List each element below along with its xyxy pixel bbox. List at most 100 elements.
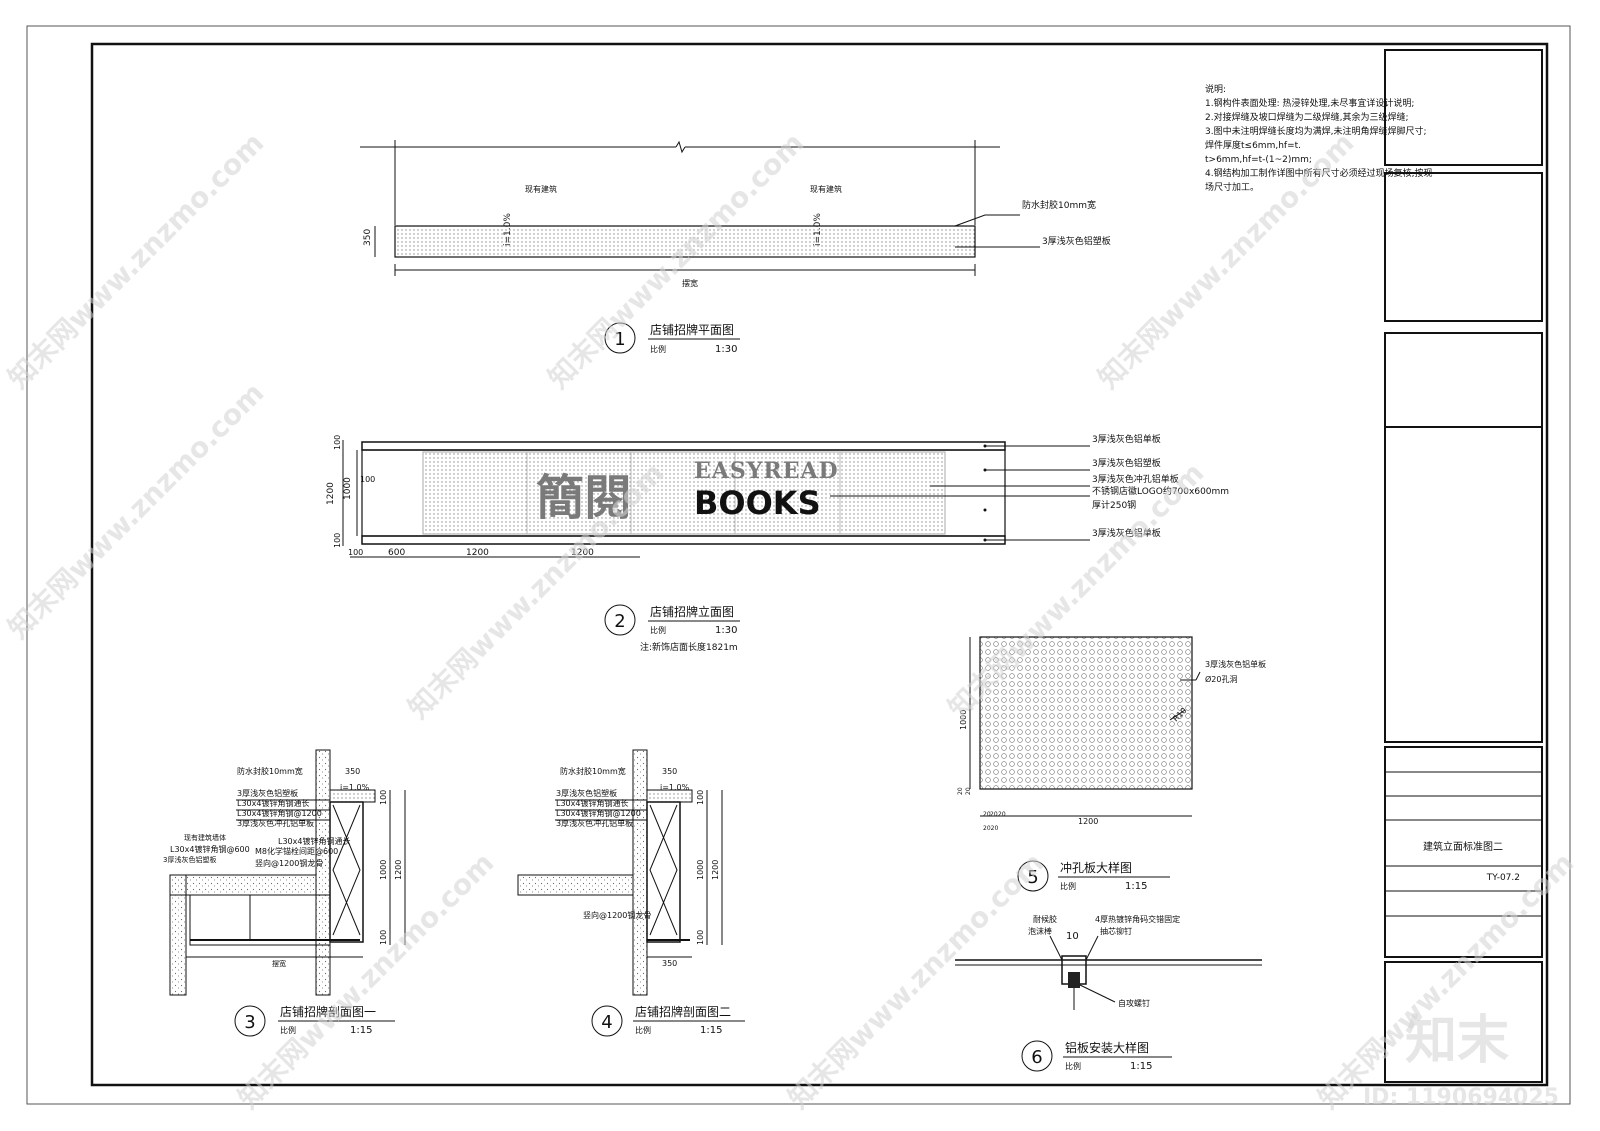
svg-text:20: 20 bbox=[965, 787, 972, 795]
svg-text:4厚热镀锌角码交错固定: 4厚热镀锌角码交错固定 bbox=[1095, 914, 1180, 924]
svg-text:知末网www.znzmo.com: 知末网www.znzmo.com bbox=[542, 126, 811, 395]
svg-text:知末网www.znzmo.com: 知末网www.znzmo.com bbox=[2, 376, 271, 645]
svg-text:1:15: 1:15 bbox=[1130, 1061, 1152, 1072]
svg-text:3厚浅灰色铝单板: 3厚浅灰色铝单板 bbox=[1092, 433, 1161, 445]
svg-text:1200: 1200 bbox=[466, 548, 489, 558]
svg-text:100: 100 bbox=[696, 930, 705, 945]
logo-chinese: 簡閱 bbox=[536, 470, 632, 526]
drawing-number: TY-07.2 bbox=[1486, 873, 1520, 883]
svg-text:M8化学锚栓间距@600: M8化学锚栓间距@600 bbox=[255, 846, 338, 856]
svg-text:100: 100 bbox=[360, 475, 375, 484]
svg-text:100: 100 bbox=[333, 533, 342, 548]
svg-text:i=1.0%: i=1.0% bbox=[813, 213, 823, 246]
svg-text:L30x4镀锌角钢@1200: L30x4镀锌角钢@1200 bbox=[237, 808, 322, 818]
logo-english-1: EASYREAD bbox=[694, 458, 839, 484]
svg-text:1000: 1000 bbox=[959, 710, 968, 730]
svg-text:100: 100 bbox=[379, 930, 388, 945]
svg-text:i=1.0%: i=1.0% bbox=[660, 783, 690, 792]
svg-text:知末网www.znzmo.com: 知末网www.znzmo.com bbox=[1092, 126, 1361, 395]
svg-text:100: 100 bbox=[696, 790, 705, 805]
svg-text:1000: 1000 bbox=[379, 860, 388, 880]
drawing-name: 建筑立面标准图二 bbox=[1423, 840, 1503, 853]
svg-text:抽芯铆钉: 抽芯铆钉 bbox=[1100, 926, 1132, 936]
svg-text:3厚浅灰色铝塑板: 3厚浅灰色铝塑板 bbox=[163, 855, 216, 864]
general-notes: 说明: 1.钢构件表面处理: 热浸锌处理,未尽事宜详设计说明; 2.对接焊缝及坡… bbox=[1205, 83, 1432, 193]
svg-text:防水封胶10mm宽: 防水封胶10mm宽 bbox=[237, 766, 303, 776]
svg-text:t>6mm,hf=t-(1~2)mm;: t>6mm,hf=t-(1~2)mm; bbox=[1205, 155, 1312, 165]
watermark-logo: 知末 bbox=[1405, 1011, 1509, 1071]
svg-text:耐候胶: 耐候胶 bbox=[1033, 914, 1057, 924]
svg-text:L30x4镀锌角钢通长: L30x4镀锌角钢通长 bbox=[556, 798, 628, 808]
logo-english-2: BOOKS bbox=[694, 484, 821, 522]
svg-text:1200: 1200 bbox=[326, 482, 336, 505]
svg-text:L30x4镀锌角钢通长: L30x4镀锌角钢通长 bbox=[278, 836, 350, 846]
view-3-section: 防水封胶10mm宽 3厚浅灰色铝塑板 L30x4镀锌角钢通长 L30x4镀锌角钢… bbox=[163, 749, 406, 1037]
svg-text:Ø20孔洞: Ø20孔洞 bbox=[1205, 674, 1237, 684]
svg-text:比例: 比例 bbox=[1060, 881, 1076, 891]
svg-text:现有建筑墙体: 现有建筑墙体 bbox=[184, 833, 226, 842]
svg-text:350: 350 bbox=[662, 767, 677, 776]
svg-text:1: 1 bbox=[614, 329, 625, 350]
svg-text:摆宽: 摆宽 bbox=[682, 278, 698, 288]
svg-text:20: 20 bbox=[990, 811, 998, 818]
svg-text:1:30: 1:30 bbox=[715, 344, 737, 355]
svg-text:100: 100 bbox=[333, 435, 342, 450]
svg-text:比例: 比例 bbox=[650, 625, 666, 635]
svg-text:知末网www.znzmo.com: 知末网www.znzmo.com bbox=[1312, 846, 1581, 1115]
view-1-plan: 现有建筑 现有建筑 i=1.0% i=1.0% 350 摆宽 防水封胶10mm宽… bbox=[360, 140, 1111, 355]
existing-building-right: 现有建筑 bbox=[810, 184, 842, 194]
svg-text:i=1.0%: i=1.0% bbox=[340, 783, 370, 792]
svg-text:100: 100 bbox=[379, 790, 388, 805]
svg-text:100: 100 bbox=[348, 548, 363, 557]
svg-text:350: 350 bbox=[345, 767, 360, 776]
svg-text:L30x4镀锌角钢@600: L30x4镀锌角钢@600 bbox=[170, 844, 250, 854]
svg-text:自攻螺钉: 自攻螺钉 bbox=[1118, 998, 1150, 1008]
svg-text:3: 3 bbox=[244, 1012, 255, 1033]
svg-text:注:新饰店面长度1821m: 注:新饰店面长度1821m bbox=[640, 641, 738, 653]
view-4-title: 店铺招牌剖面图二 bbox=[635, 1005, 731, 1019]
svg-text:摆宽: 摆宽 bbox=[272, 959, 286, 968]
svg-text:3厚浅灰色冲孔铝单板: 3厚浅灰色冲孔铝单板 bbox=[556, 818, 633, 828]
svg-text:5: 5 bbox=[1027, 867, 1038, 888]
svg-text:比例: 比例 bbox=[650, 344, 666, 354]
drawing-frame bbox=[90, 42, 1549, 1087]
svg-text:焊件厚度t≤6mm,hf=t.: 焊件厚度t≤6mm,hf=t. bbox=[1205, 139, 1301, 151]
svg-text:泡沫棒: 泡沫棒 bbox=[1028, 926, 1052, 936]
svg-text:竖向@1200钢龙骨: 竖向@1200钢龙骨 bbox=[255, 858, 323, 868]
svg-text:20: 20 bbox=[957, 787, 964, 795]
svg-text:1200: 1200 bbox=[1078, 817, 1098, 826]
svg-text:比例: 比例 bbox=[1065, 1061, 1081, 1071]
svg-text:3厚浅灰色冲孔铝单板: 3厚浅灰色冲孔铝单板 bbox=[1092, 473, 1179, 485]
svg-text:3厚浅灰色铝塑板: 3厚浅灰色铝塑板 bbox=[1042, 235, 1111, 247]
svg-text:厚计250钢: 厚计250钢 bbox=[1092, 499, 1136, 511]
view-5-title: 冲孔板大样图 bbox=[1060, 860, 1132, 875]
svg-text:L30x4镀锌角钢@1200: L30x4镀锌角钢@1200 bbox=[556, 808, 641, 818]
perforated-panel bbox=[422, 451, 946, 535]
svg-text:4.钢结构加工制作详图中所有尺寸必须经过现场复核,按现: 4.钢结构加工制作详图中所有尺寸必须经过现场复核,按现 bbox=[1205, 167, 1432, 179]
view-4-section: 防水封胶10mm宽 3厚浅灰色铝塑板 L30x4镀锌角钢通长 L30x4镀锌角钢… bbox=[517, 749, 745, 1037]
svg-text:3厚浅灰色铝单板: 3厚浅灰色铝单板 bbox=[1092, 527, 1161, 539]
svg-text:防水封胶10mm宽: 防水封胶10mm宽 bbox=[1022, 199, 1096, 211]
svg-text:1:15: 1:15 bbox=[350, 1025, 372, 1036]
svg-text:3厚浅灰色铝塑板: 3厚浅灰色铝塑板 bbox=[556, 788, 617, 798]
svg-text:防水封胶10mm宽: 防水封胶10mm宽 bbox=[560, 766, 626, 776]
watermark-layer: 知末网www.znzmo.com 知末网www.znzmo.com 知末网www… bbox=[2, 126, 1581, 1115]
svg-text:1:30: 1:30 bbox=[715, 625, 737, 636]
svg-text:竖向@1200钢龙骨: 竖向@1200钢龙骨 bbox=[583, 910, 651, 920]
svg-text:2020: 2020 bbox=[983, 825, 998, 832]
svg-text:i=1.0%: i=1.0% bbox=[503, 213, 513, 246]
svg-text:1:15: 1:15 bbox=[700, 1025, 722, 1036]
svg-text:知末网www.znzmo.com: 知末网www.znzmo.com bbox=[782, 846, 1051, 1115]
svg-text:600: 600 bbox=[388, 548, 405, 558]
svg-text:1200: 1200 bbox=[394, 860, 403, 880]
svg-text:知末网www.znzmo.com: 知末网www.znzmo.com bbox=[2, 126, 271, 395]
svg-text:3厚浅灰色铝塑板: 3厚浅灰色铝塑板 bbox=[1092, 457, 1161, 469]
svg-text:L30x4镀锌角钢通长: L30x4镀锌角钢通长 bbox=[237, 798, 309, 808]
svg-text:10: 10 bbox=[1066, 931, 1079, 942]
view-1-title: 店铺招牌平面图 bbox=[650, 323, 734, 337]
svg-text:20: 20 bbox=[983, 811, 991, 818]
svg-text:比例: 比例 bbox=[280, 1025, 296, 1035]
view-6-title: 铝板安装大样图 bbox=[1065, 1040, 1149, 1055]
svg-text:3厚浅灰色铝单板: 3厚浅灰色铝单板 bbox=[1205, 659, 1266, 669]
